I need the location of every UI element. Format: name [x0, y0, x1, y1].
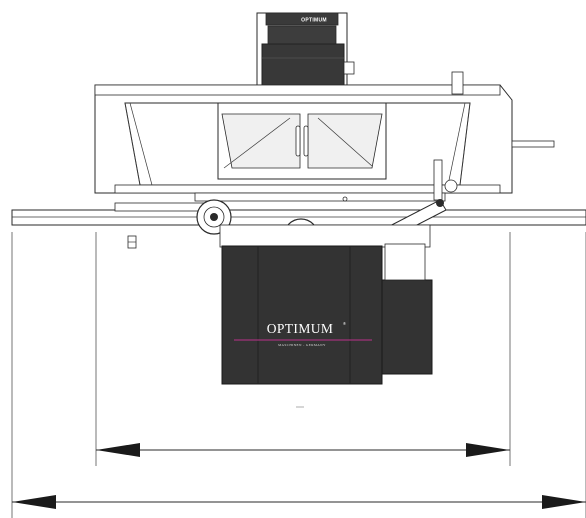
brand-name: OPTIMUM: [267, 321, 334, 336]
brand-registered-mark: ®: [343, 321, 346, 326]
outer-dimension: [12, 495, 586, 509]
base-cabinet: OPTIMUM ® MASCHINEN - GERMANY: [219, 224, 433, 385]
main-housing: [94, 71, 555, 202]
inner-dimension: [96, 406, 510, 457]
column-logo-text: OPTIMUM: [301, 18, 327, 24]
dimension-lines: [11, 232, 586, 518]
brand-tagline: MASCHINEN - GERMANY: [278, 343, 326, 347]
right-post: [451, 71, 464, 95]
spindle-knob: [343, 61, 355, 75]
column-logo-plate: [265, 12, 339, 26]
right-lever: [511, 140, 555, 148]
electrical-box: [381, 279, 433, 375]
